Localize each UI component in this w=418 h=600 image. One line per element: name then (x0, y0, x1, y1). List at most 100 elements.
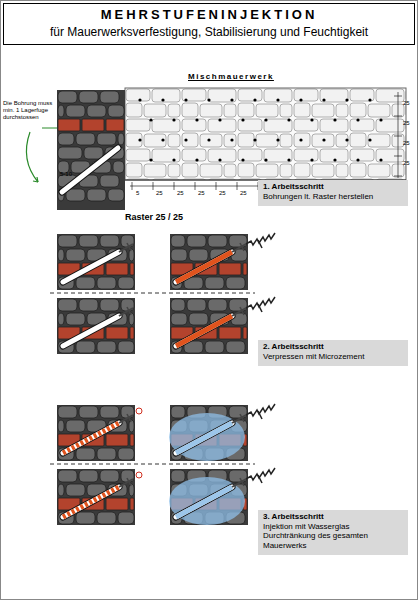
step-text: Verpressen mit Microzement (263, 352, 403, 362)
bore-dot (253, 98, 256, 101)
packer-plate (240, 243, 244, 251)
bore-dot (368, 98, 371, 101)
bore-dot (230, 138, 233, 141)
bore-hole (176, 423, 232, 453)
wall-section (57, 405, 135, 461)
bore-dot (299, 98, 302, 101)
stone (97, 448, 116, 460)
dim-tick (394, 96, 402, 97)
gun-handle (258, 240, 262, 248)
packer (232, 479, 246, 487)
stone (113, 161, 124, 173)
brick (243, 263, 247, 275)
gun-handle (258, 304, 262, 312)
stone (208, 299, 227, 311)
injection-gun (246, 404, 275, 416)
bore-dot (195, 158, 198, 161)
brick (130, 263, 134, 275)
packer-plate (240, 478, 244, 486)
bore-dot (149, 118, 152, 121)
stone (97, 512, 116, 524)
stone (171, 249, 187, 261)
stone (171, 470, 185, 482)
wall-ground (57, 234, 135, 290)
packer (119, 415, 133, 423)
bore-dot (276, 138, 279, 141)
wall-ground (57, 90, 125, 210)
stone (189, 313, 208, 325)
brick (106, 327, 128, 339)
stone (108, 189, 124, 201)
injection-fill (176, 487, 232, 517)
stone (100, 406, 119, 418)
bore-hole (176, 252, 232, 282)
stone (226, 341, 245, 353)
packer (232, 244, 246, 252)
stone (108, 105, 124, 117)
bore-dot (299, 138, 302, 141)
packer (119, 244, 133, 252)
bore-hole (176, 316, 232, 346)
stone (58, 105, 64, 117)
bore-dot (172, 118, 175, 121)
wall-ground (170, 405, 248, 461)
waterglass-zone (169, 477, 245, 525)
bore-dot (241, 118, 244, 121)
stone (205, 341, 224, 353)
stone (118, 133, 124, 145)
stone (58, 133, 74, 145)
dim-tick (216, 182, 217, 190)
bore-dot (207, 138, 210, 141)
stone (129, 313, 134, 325)
wall-section (57, 298, 135, 354)
stone (100, 235, 119, 247)
bore-dot (379, 118, 382, 121)
bore-hole (63, 487, 119, 517)
stone (76, 133, 95, 145)
bore-dot (287, 118, 290, 121)
bore-hole (63, 423, 119, 453)
bore-dot (322, 98, 325, 101)
stone (97, 133, 116, 145)
bore-hole (63, 316, 119, 346)
injection-fill (176, 423, 232, 453)
stone (100, 470, 119, 482)
packer-plate (127, 243, 131, 251)
wall-section (170, 298, 248, 354)
bore-dot (195, 118, 198, 121)
gun-handle (258, 411, 262, 419)
dim-tick (394, 116, 402, 117)
wall-section (170, 405, 248, 461)
stone (76, 277, 95, 289)
stone (100, 175, 119, 187)
bore-dot (172, 158, 175, 161)
wall-ground (57, 469, 135, 525)
bore-hole (176, 487, 232, 517)
injection-fill (63, 487, 119, 517)
note: Die Bohrung muss min. 1 Lagerfuge durchs… (3, 100, 53, 122)
stone (66, 420, 85, 432)
injection-fill (176, 252, 232, 282)
bore-hole (63, 252, 119, 282)
bore-dot (356, 158, 359, 161)
dim-tick (195, 182, 196, 190)
brick (82, 119, 104, 131)
step-text: Bohrungen lt. Raster herstellen (263, 192, 403, 202)
wall-section (57, 90, 125, 210)
bore-dot (368, 138, 371, 141)
wall-ground (170, 234, 248, 290)
stone (58, 299, 77, 311)
stone (58, 420, 64, 432)
subtitle: für Mauerwerksverfestigung, Stabilisieru… (4, 26, 414, 40)
stone (66, 313, 85, 325)
dimension-lines (130, 92, 398, 186)
bore-dot (345, 138, 348, 141)
bore-dot (276, 98, 279, 101)
bore-dot (264, 118, 267, 121)
stone (189, 249, 208, 261)
injection-gun (246, 468, 275, 480)
bore-hole (62, 148, 118, 192)
valve (136, 408, 142, 414)
bore-hole (176, 252, 232, 282)
